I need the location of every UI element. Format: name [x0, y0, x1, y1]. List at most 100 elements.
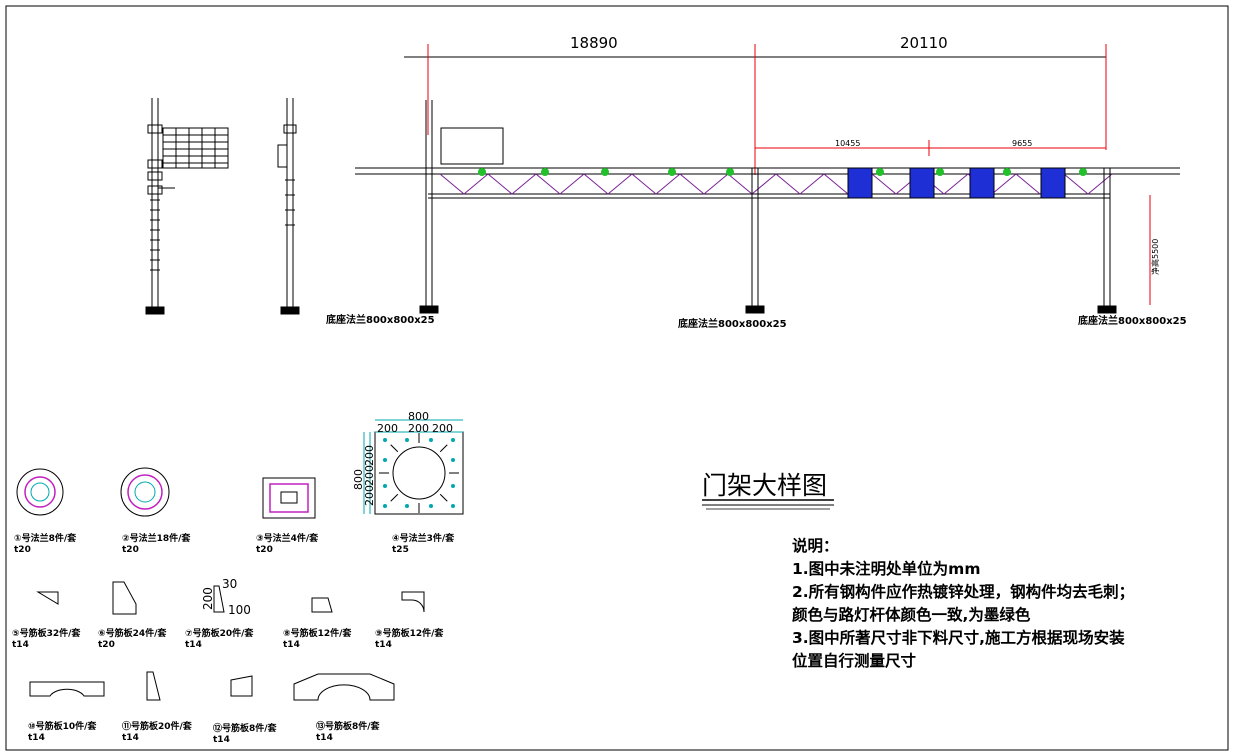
rib-13-drawing	[293, 673, 395, 701]
flange-2-thickness: t20	[122, 545, 139, 555]
plate-top-dim-1: 200	[377, 422, 398, 435]
plate-top-dim-3: 200	[432, 422, 453, 435]
base-label-middle: 底座法兰800x800x25	[678, 317, 787, 330]
plate-slot	[390, 444, 399, 453]
gantry-truss	[355, 100, 1180, 314]
rib-13-label: ⑬号筋板8件/套	[316, 720, 381, 732]
plate-hole	[451, 438, 455, 442]
plate-hole	[405, 504, 409, 508]
plate-side-dim-2: 200	[363, 465, 376, 486]
lamp-marker	[726, 168, 734, 176]
rib-10-thickness: t14	[28, 733, 45, 743]
rib-7-label: ⑦号筋板20件/套	[185, 627, 254, 639]
rib-7-dim-side: 200	[201, 587, 215, 610]
plate-slot	[390, 493, 399, 502]
base-plate-detail: 800 200 200 200 200 800 200 200 200 200	[352, 410, 464, 515]
plate-side-dim-1: 200	[363, 445, 376, 466]
rib-12-label: ⑫号筋板8件/套	[213, 722, 278, 734]
rib-9-drawing	[401, 591, 425, 613]
clearance-dimension: 净高5500	[1149, 195, 1160, 305]
base-label-left: 底座法兰800x800x25	[326, 313, 435, 326]
top-dimension: 18890 20110	[404, 34, 1107, 175]
rib-13-thickness: t14	[316, 733, 333, 743]
rib-12-thickness: t14	[213, 735, 230, 745]
notes-line-5: 位置自行测量尺寸	[792, 652, 917, 670]
plate-hole	[451, 484, 455, 488]
notes-line-3: 颜色与路灯杆体颜色一致,为墨绿色	[792, 606, 1031, 624]
base-label-right: 底座法兰800x800x25	[1078, 314, 1187, 327]
rib-11-label: ⑪号筋板20件/套	[122, 720, 193, 732]
plate-hole	[383, 484, 387, 488]
notes-heading: 说明：	[792, 537, 839, 555]
sheet-frame	[5, 5, 1229, 751]
drawing-title: 门架大样图	[702, 471, 827, 500]
flange-1-thickness: t20	[14, 545, 31, 555]
flange-1-drawing	[16, 468, 64, 516]
plate-height: 800	[352, 469, 365, 490]
notes-line-2: 2.所有钢构件应作热镀锌处理，钢构件均去毛刺；	[792, 583, 1135, 601]
rib-9-thickness: t14	[375, 640, 392, 650]
lamp-marker	[601, 168, 609, 176]
plate-hole	[383, 438, 387, 442]
sub-dimension: 10455 9655	[755, 139, 1106, 156]
lamp-marker	[936, 168, 944, 176]
plate-hole	[429, 504, 433, 508]
side-view-2	[277, 98, 300, 315]
lamp-marker	[478, 168, 486, 176]
plate-hole	[383, 504, 387, 508]
sign-panels	[847, 167, 1066, 199]
flange-2-label: ②号法兰18件/套	[122, 532, 191, 544]
flange-3-thickness: t20	[256, 545, 273, 555]
notes-block: 说明： 1.图中未注明处单位为mm 2.所有钢构件应作热镀锌处理，钢构件均去毛刺…	[792, 535, 1222, 673]
rib-10-label: ⑩号筋板10件/套	[28, 720, 97, 732]
plate-slot	[439, 493, 448, 502]
flange-3-drawing	[262, 477, 316, 519]
rib-8-thickness: t14	[283, 640, 300, 650]
rib-12-drawing	[230, 675, 253, 697]
notes-line-4: 3.图中所著尺寸非下料尺寸,施工方根据现场安装	[792, 629, 1125, 647]
plate-side-dim-3: 200	[363, 485, 376, 506]
plate-hole	[451, 458, 455, 462]
flange-4-label: ④号法兰3件/套	[392, 532, 455, 544]
plate-hole	[383, 458, 387, 462]
lamp-marker	[1079, 168, 1087, 176]
rib-8-drawing	[311, 597, 333, 613]
plate-hole	[405, 438, 409, 442]
lamp-marker	[876, 168, 884, 176]
sub-right-dimension: 9655	[1012, 139, 1032, 148]
rib-7-drawing	[213, 585, 225, 613]
rib-8-label: ⑧号筋板12件/套	[283, 627, 352, 639]
notes-line-1: 1.图中未注明处单位为mm	[792, 560, 981, 578]
rib-5-drawing	[36, 591, 59, 605]
rib-7-dim-bottom: 100	[228, 603, 251, 617]
flange-1-label: ①号法兰8件/套	[14, 532, 77, 544]
plate-top-dim-2: 200	[408, 422, 429, 435]
plate-hole	[451, 504, 455, 508]
rib-10-drawing	[29, 681, 105, 697]
sub-left-dimension: 10455	[835, 139, 860, 148]
lamp-markers	[478, 168, 1087, 176]
plate-slot	[439, 444, 448, 453]
plate-hole	[429, 438, 433, 442]
flange-2-drawing	[120, 467, 170, 517]
lamp-marker	[1003, 168, 1011, 176]
rib-6-drawing	[112, 581, 137, 615]
lamp-marker	[668, 168, 676, 176]
rib-9-label: ⑨号筋板12件/套	[375, 627, 444, 639]
span-right-dimension: 20110	[900, 34, 948, 52]
rib-11-drawing	[146, 671, 161, 701]
lamp-marker	[541, 168, 549, 176]
plate-width: 800	[408, 410, 429, 423]
clearance-label: 净高5500	[1150, 239, 1160, 275]
rib-6-thickness: t20	[98, 640, 115, 650]
side-view-1	[145, 98, 229, 315]
rib-5-label: ⑤号筋板32件/套	[12, 627, 81, 639]
flange-4-thickness: t25	[392, 545, 409, 555]
rib-7-thickness: t14	[185, 640, 202, 650]
span-left-dimension: 18890	[570, 34, 618, 52]
rib-11-thickness: t14	[122, 733, 139, 743]
rib-6-label: ⑥号筋板24件/套	[98, 627, 167, 639]
flange-3-label: ③号法兰4件/套	[256, 532, 319, 544]
rib-5-thickness: t14	[12, 640, 29, 650]
